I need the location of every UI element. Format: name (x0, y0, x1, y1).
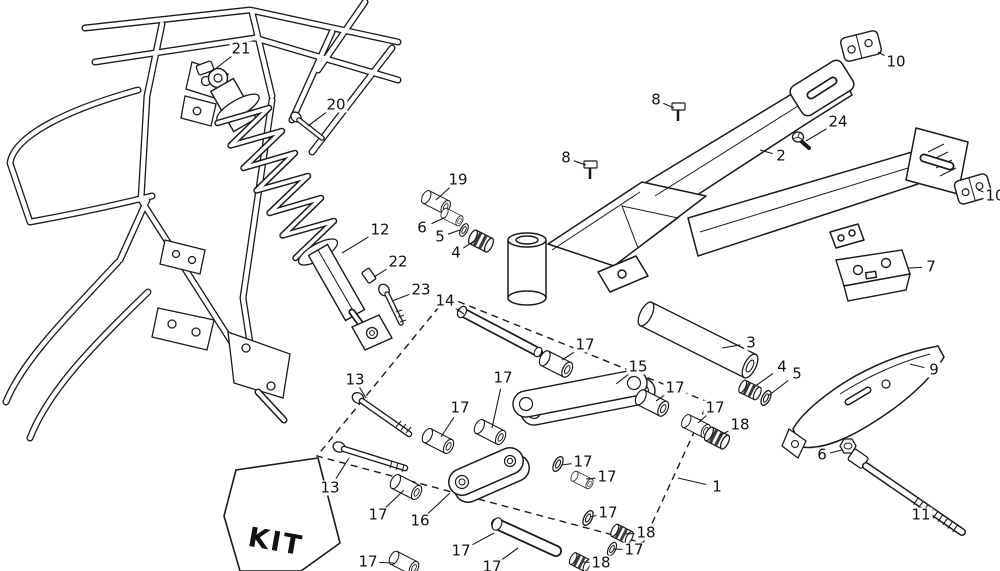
bracket-10-top-art (840, 30, 882, 62)
leader-line-7 (907, 266, 922, 269)
pivot-tube-3-art (637, 301, 774, 408)
leader-line-4 (462, 240, 475, 249)
leader-line-17 (500, 547, 519, 561)
leader-line-8 (573, 160, 587, 166)
leader-line-1 (677, 477, 707, 486)
chain-slider-9-art (781, 345, 945, 459)
leader-line-15 (615, 373, 630, 385)
leader-line-17 (589, 514, 601, 518)
bolt-23-art (378, 283, 407, 326)
bolt-20-art (290, 111, 325, 141)
swingarm-detail-lines (551, 105, 957, 251)
leader-line-19 (435, 186, 451, 201)
bolt-11-art (847, 448, 966, 536)
knuckle-16-art (448, 447, 530, 503)
bolt-13a-art (351, 392, 413, 438)
leader-line-14 (452, 305, 465, 315)
leader-line-23 (391, 293, 411, 302)
leader-line-16 (427, 492, 451, 514)
leader-line-5 (767, 380, 789, 397)
leader-line-5 (447, 229, 461, 235)
leader-line-18 (718, 428, 732, 437)
linkage-kit-art (332, 305, 732, 571)
leader-line-17 (585, 477, 599, 480)
shock-absorber-art (195, 60, 393, 351)
leader-line-9 (909, 363, 925, 369)
leader-line-17 (655, 392, 668, 402)
chain-clip-8a-art (671, 102, 686, 121)
leader-line-17 (385, 489, 405, 508)
leader-line-17 (697, 413, 709, 424)
leader-line-8 (662, 102, 675, 109)
leader-line-13 (335, 457, 350, 479)
bracket-7-art (835, 249, 911, 302)
leader-line-21 (209, 55, 233, 74)
leader-line-17 (491, 388, 502, 429)
leader-line-10 (877, 51, 890, 59)
swingarm-art (507, 59, 969, 306)
kit-card-art (223, 457, 341, 571)
leader-line-12 (341, 235, 371, 254)
leader-line-3 (721, 344, 741, 349)
bolt-13b-art (332, 441, 409, 473)
leader-line-6 (829, 449, 843, 454)
leader-line-22 (373, 267, 389, 278)
bolt-24-art (791, 131, 811, 150)
frame-art (6, 2, 398, 438)
leader-line-17 (378, 561, 395, 564)
leader-line-13 (358, 386, 367, 399)
leader-line-6 (431, 216, 447, 225)
leader-line-10 (977, 189, 989, 195)
leader-line-17 (561, 350, 577, 361)
leader-line-11 (925, 509, 934, 514)
leader-line-2 (759, 149, 773, 155)
leader-line-17 (613, 548, 627, 551)
leader-line-4 (753, 372, 774, 388)
leader-line-17 (561, 462, 575, 466)
leader-line-18 (624, 532, 638, 535)
leader-line-17 (470, 532, 495, 547)
leader-line-20 (307, 111, 328, 127)
leader-line-17 (440, 416, 455, 438)
leader-line-18 (582, 561, 594, 564)
bracket-10-right-art (953, 173, 993, 205)
leader-line-24 (805, 127, 829, 142)
